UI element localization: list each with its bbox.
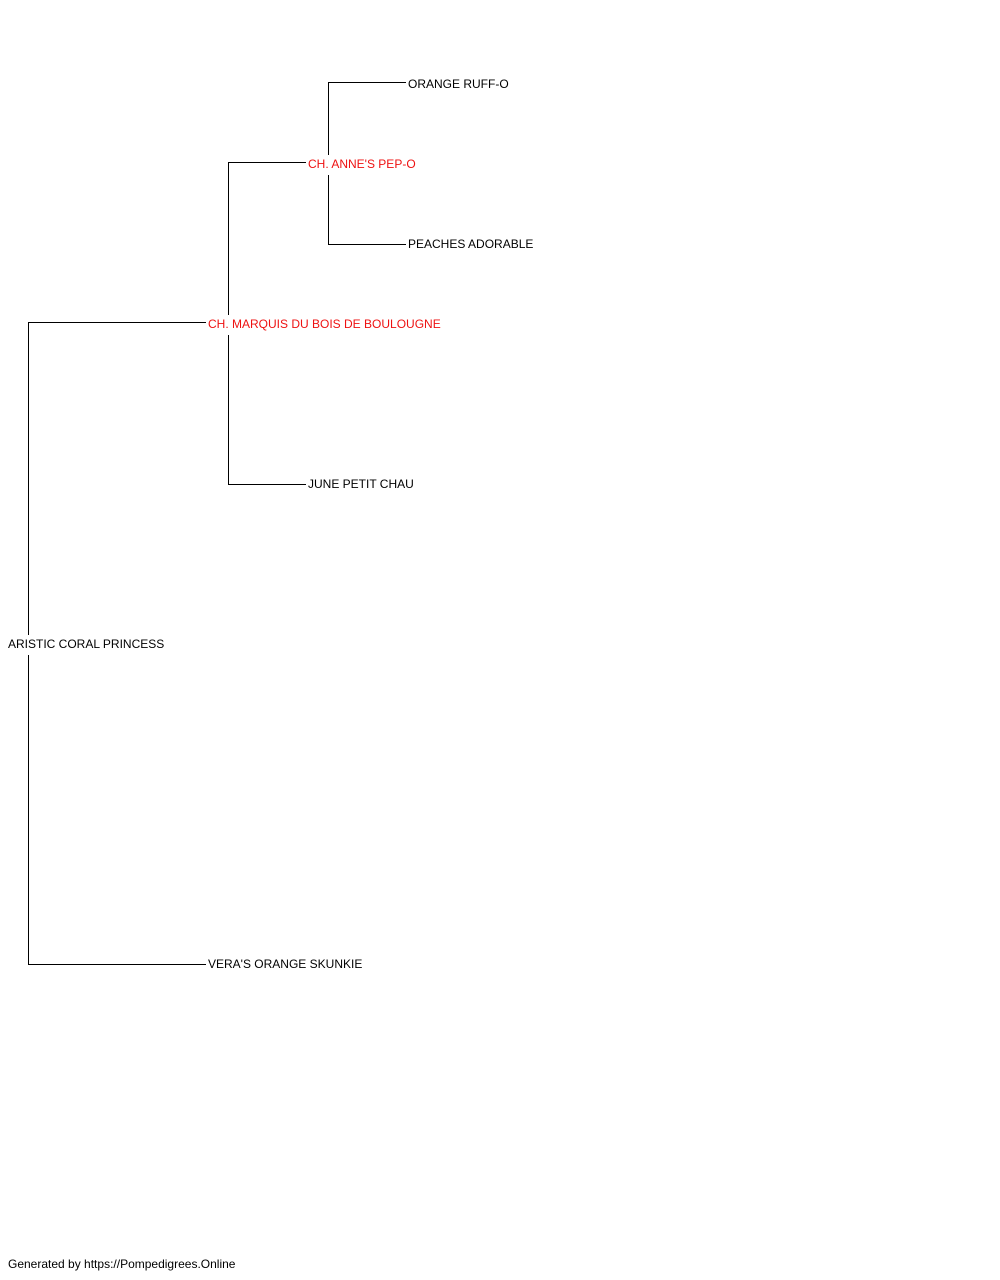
- sire-to-sire-sire-line: [228, 162, 306, 315]
- sire-to-sire-dam-line: [228, 335, 306, 485]
- sire-sire-sire-name[interactable]: ORANGE RUFF-O: [408, 77, 509, 91]
- generated-by-footer: Generated by https://Pompedigrees.Online: [8, 1257, 236, 1271]
- dam-name[interactable]: VERA'S ORANGE SKUNKIE: [208, 957, 363, 971]
- subject-to-sire-line: [28, 322, 206, 635]
- subject-name[interactable]: ARISTIC CORAL PRINCESS: [8, 637, 165, 651]
- sire-sire-dam-name[interactable]: PEACHES ADORABLE: [408, 237, 534, 251]
- sire-sire-to-dam-line: [328, 175, 406, 245]
- subject-to-dam-line: [28, 655, 206, 965]
- sire-dam-name[interactable]: JUNE PETIT CHAU: [308, 477, 414, 491]
- sire-name[interactable]: CH. MARQUIS DU BOIS DE BOULOUGNE: [208, 317, 441, 331]
- sire-sire-to-sire-line: [328, 82, 406, 155]
- sire-sire-name[interactable]: CH. ANNE'S PEP-O: [308, 157, 416, 171]
